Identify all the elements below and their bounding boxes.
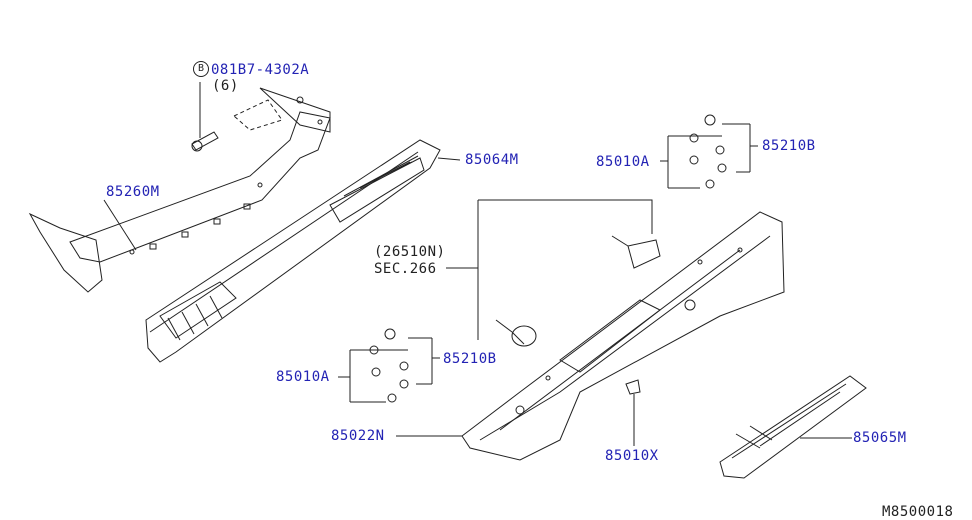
reinforcement-bracket-85260m <box>28 87 331 293</box>
label-bolt-part: 081B7-4302A <box>211 62 310 78</box>
label-85210b-top: 85210B <box>762 138 816 154</box>
label-85010a-top: 85010A <box>596 154 650 170</box>
label-bolt-qty: (6) <box>212 78 239 94</box>
label-85260m: 85260M <box>106 184 160 200</box>
label-26510n: (26510N) <box>374 244 446 260</box>
bolt-081b7-4302a <box>191 82 219 152</box>
figure-code: M8500018 <box>882 504 954 520</box>
step-pad-85065m <box>719 375 867 479</box>
label-85210b-bottom: 85210B <box>443 351 497 367</box>
rear-step-85064m <box>145 139 461 363</box>
leader-85260m <box>103 199 137 251</box>
label-85022n: 85022N <box>331 428 385 444</box>
bolt-symbol-icon: B <box>193 61 209 77</box>
label-85010a-bottom: 85010A <box>276 369 330 385</box>
label-85064m: 85064M <box>465 152 519 168</box>
fastener-group-top <box>660 114 758 189</box>
label-85065m: 85065M <box>853 430 907 446</box>
label-85010x: 85010X <box>605 448 659 464</box>
clip-85010x <box>625 379 641 446</box>
bumper-85022n <box>396 211 785 461</box>
fastener-group-bottom <box>338 328 440 403</box>
label-sec266: SEC.266 <box>374 261 437 277</box>
sensor-harness-26510n <box>446 199 661 347</box>
